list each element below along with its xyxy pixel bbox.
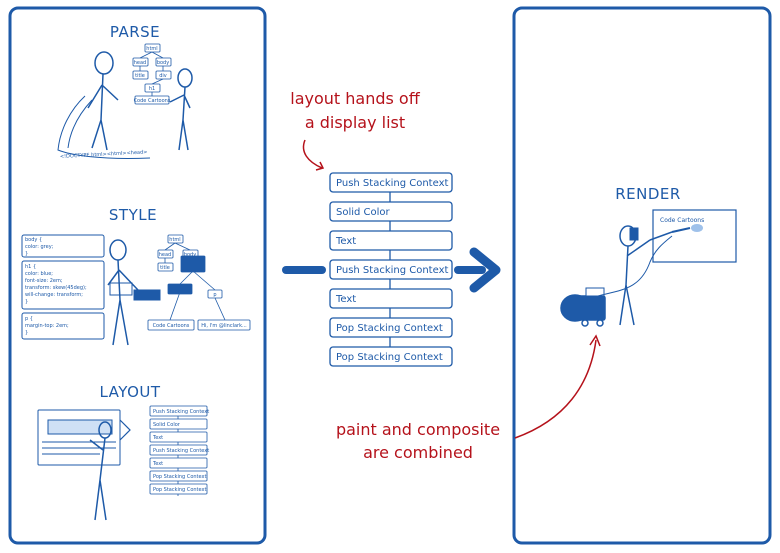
- parse-tree: [132, 43, 172, 105]
- css-h1-line-4: transform: skew(45deg);: [25, 285, 87, 291]
- annotation-bottom-line-2: are combined: [363, 443, 473, 462]
- parse-node-html: html: [146, 46, 157, 52]
- display-item-3: Text: [335, 236, 356, 247]
- parse-ribbon-text: <!DOCTYPE html><html><head>: [60, 149, 148, 160]
- parse-node-head: head: [134, 60, 146, 66]
- css-h1-line-2: color: blue;: [25, 271, 53, 277]
- parse-node-h1: h1: [149, 86, 155, 92]
- parse-title: PARSE: [110, 23, 160, 41]
- annotation-top-arrow: [302, 139, 323, 169]
- css-h1-line-6: }: [25, 299, 28, 305]
- css-h1-line-3: font-size: 2em;: [25, 278, 63, 284]
- mini-item-7: Pop Stacking Context: [153, 487, 206, 493]
- parse-node-body: body: [157, 60, 169, 66]
- left-panel: [8, 6, 267, 545]
- parse-node-title: title: [135, 73, 145, 79]
- style-node-title: title: [160, 265, 170, 271]
- mini-item-6: Pop Stacking Context: [153, 474, 206, 480]
- display-item-5: Text: [335, 294, 356, 305]
- css-p-line-1: p {: [25, 316, 33, 322]
- style-node-text-2: Hi, I'm @linclark...: [201, 323, 247, 329]
- render-title: RENDER: [615, 185, 681, 203]
- annotation-top-line-2: a display list: [305, 113, 405, 132]
- css-p-line-3: }: [25, 330, 28, 336]
- annotation-top-line-1: layout hands off: [290, 89, 420, 108]
- display-item-1: Push Stacking Context: [336, 178, 449, 189]
- display-item-4: Push Stacking Context: [336, 265, 449, 276]
- layout-title: LAYOUT: [99, 383, 160, 401]
- style-tree: [147, 234, 251, 331]
- annotation-bottom-line-1: paint and composite: [336, 420, 500, 439]
- parse-node-div: div: [159, 73, 167, 79]
- css-h1-line-5: will-change: transform;: [25, 292, 83, 298]
- css-p-line-2: margin-top: 2em;: [25, 323, 69, 329]
- mini-item-5: Text: [152, 461, 163, 467]
- css-body-line-1: body {: [25, 237, 42, 243]
- style-node-p: p: [213, 292, 216, 298]
- right-panel: [512, 6, 772, 545]
- display-list: [329, 172, 453, 367]
- style-node-html: html: [169, 237, 180, 243]
- style-title: STYLE: [109, 206, 157, 224]
- mini-item-1: Push Stacking Context: [153, 409, 209, 415]
- css-body-line-3: }: [25, 251, 28, 257]
- display-item-2: Solid Color: [336, 207, 391, 218]
- style-node-body: body: [184, 252, 196, 258]
- style-css-blocks: [21, 234, 105, 340]
- parse-node-text: Code Cartoons: [134, 98, 171, 104]
- style-node-head: head: [159, 252, 171, 258]
- layout-page-sketch: [37, 409, 131, 521]
- layout-mini-list: [149, 405, 208, 496]
- render-scene: [560, 209, 737, 327]
- flow-arrow-icon: [469, 247, 501, 293]
- mini-item-4: Push Stacking Context: [153, 448, 209, 454]
- style-node-text-1: Code Cartoons: [153, 323, 190, 329]
- render-canvas-text: Code Cartoons: [660, 217, 704, 224]
- annotation-bottom-arrow: [514, 339, 597, 439]
- parse-figures: [57, 51, 193, 159]
- style-figure: [107, 239, 161, 346]
- display-item-6: Pop Stacking Context: [336, 323, 443, 334]
- display-item-7: Pop Stacking Context: [336, 352, 443, 363]
- css-body-line-2: color: grey;: [25, 244, 54, 250]
- mini-item-3: Text: [152, 435, 163, 441]
- css-h1-line-1: h1 {: [25, 264, 36, 270]
- spray-icon: [691, 224, 703, 232]
- mini-item-2: Solid Color: [153, 422, 181, 428]
